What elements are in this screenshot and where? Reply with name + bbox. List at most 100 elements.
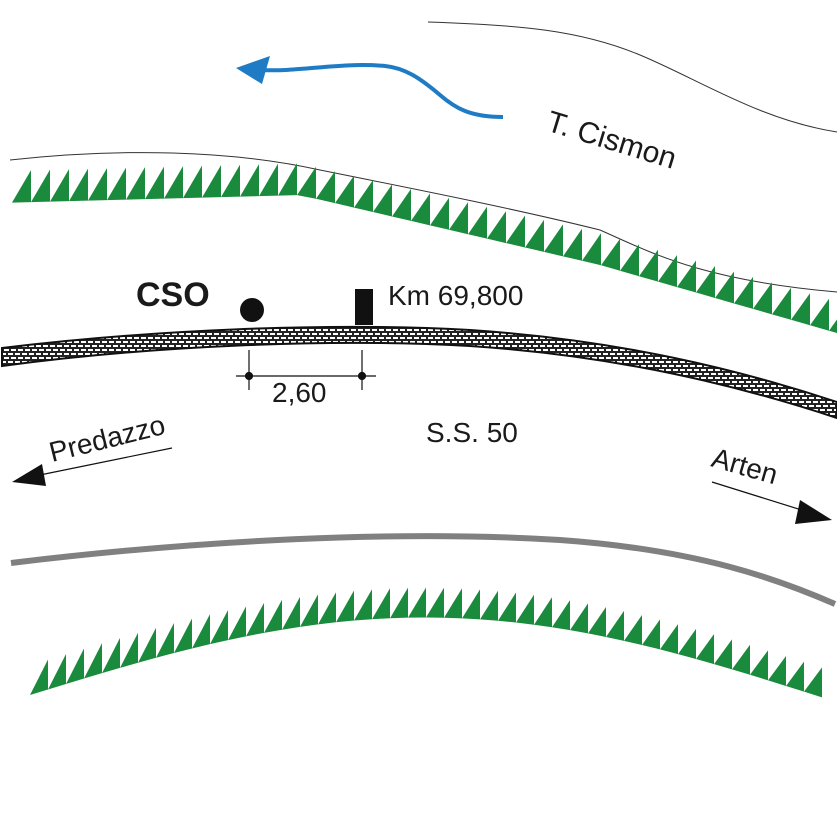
- vegetation-tooth: [69, 168, 88, 202]
- vegetation-tooth: [462, 589, 480, 620]
- vegetation-tooth: [240, 164, 259, 197]
- vegetation-tooth: [804, 667, 822, 698]
- vegetation-tooth: [786, 661, 804, 692]
- vegetation-tooth: [732, 644, 750, 675]
- vegetation-tooth: [138, 627, 156, 663]
- river-label: T. Cismon: [543, 105, 680, 176]
- vegetation-tooth: [506, 215, 525, 248]
- road-edge-line: [10, 533, 837, 607]
- vegetation-tooth: [606, 610, 624, 641]
- vegetation-tooth: [444, 588, 462, 619]
- vegetation-tooth: [570, 603, 588, 634]
- vegetation-tooth: [30, 659, 48, 695]
- vegetation-tooth: [772, 287, 791, 320]
- vegetation-tooth: [278, 163, 297, 196]
- vegetation-tooth: [390, 587, 408, 619]
- vegetation-tooth: [430, 197, 449, 230]
- vegetation-tooth: [228, 606, 246, 641]
- vegetation-tooth: [372, 588, 390, 620]
- vegetation-tooth: [318, 592, 336, 625]
- vegetation-tooth: [588, 606, 606, 637]
- vegetation-tooth: [734, 276, 753, 309]
- vegetation-tooth: [642, 619, 660, 650]
- vegetation-tooth: [259, 163, 278, 197]
- vegetation-tooth: [516, 594, 534, 625]
- vegetation-tooth: [50, 169, 69, 202]
- vegetation-tooth: [678, 628, 696, 659]
- vegetation-tooth: [829, 319, 837, 334]
- vegetation-tooth: [145, 166, 164, 200]
- vegetation-tooth: [658, 255, 677, 288]
- vegetation-tooth: [120, 632, 138, 668]
- direction-left-arrow: [12, 447, 173, 486]
- vegetation-tooth: [156, 623, 174, 658]
- vegetation-tooth: [192, 614, 210, 649]
- vegetation-tooth: [354, 589, 372, 621]
- vegetation-tooth: [750, 650, 768, 681]
- vegetation-tooth: [660, 624, 678, 655]
- river-flow-arrow: [236, 56, 504, 119]
- vegetation-tooth: [66, 648, 84, 684]
- milestone-marker: [355, 289, 373, 325]
- vegetation-tooth: [810, 298, 829, 331]
- road-label: S.S. 50: [426, 417, 518, 448]
- vegetation-tooth: [12, 170, 31, 203]
- distance-label: 2,60: [272, 377, 327, 408]
- upper-vegetation-row: [12, 163, 837, 334]
- distance-dimension: [236, 350, 376, 390]
- vegetation-tooth: [88, 168, 107, 201]
- vegetation-tooth: [31, 169, 50, 203]
- vegetation-tooth: [498, 592, 516, 623]
- vegetation-tooth: [411, 193, 430, 226]
- vegetation-tooth: [183, 165, 202, 199]
- vegetation-tooth: [174, 618, 192, 654]
- vegetation-tooth: [373, 184, 392, 217]
- vegetation-tooth: [221, 164, 240, 198]
- vegetation-tooth: [426, 587, 444, 618]
- lower-vegetation-row: [30, 587, 822, 698]
- vegetation-tooth: [392, 188, 411, 221]
- vegetation-tooth: [102, 637, 120, 674]
- vegetation-tooth: [300, 594, 318, 627]
- vegetation-tooth: [525, 219, 544, 252]
- station-label: CSO: [136, 276, 210, 314]
- milestone-label: Km 69,800: [388, 280, 523, 311]
- vegetation-tooth: [582, 233, 601, 266]
- direction-right-label: Arten: [708, 442, 781, 490]
- vegetation-tooth: [336, 590, 354, 623]
- vegetation-tooth: [107, 167, 126, 201]
- vegetation-tooth: [468, 206, 487, 239]
- vegetation-tooth: [552, 600, 570, 631]
- vegetation-tooth: [354, 180, 373, 213]
- vegetation-tooth: [316, 171, 335, 204]
- direction-left-label: Predazzo: [46, 409, 168, 468]
- vegetation-tooth: [563, 228, 582, 261]
- road-edge-paved: [0, 325, 837, 420]
- far-riverbank-line: [427, 21, 837, 133]
- vegetation-tooth: [696, 634, 714, 665]
- vegetation-tooth: [696, 265, 715, 298]
- vegetation-tooth: [620, 244, 639, 277]
- vegetation-tooth: [534, 597, 552, 628]
- vegetation-tooth: [210, 610, 228, 645]
- vegetation-tooth: [164, 166, 183, 199]
- vegetation-tooth: [624, 614, 642, 645]
- vegetation-tooth: [335, 175, 354, 208]
- vegetation-tooth: [449, 202, 468, 235]
- direction-right-arrow: [711, 481, 832, 524]
- vegetation-tooth: [487, 211, 506, 244]
- vegetation-tooth: [639, 249, 658, 282]
- vegetation-tooth: [126, 167, 145, 200]
- vegetation-tooth: [601, 238, 620, 271]
- vegetation-tooth: [480, 590, 498, 621]
- near-riverbank-line: [9, 152, 837, 293]
- vegetation-tooth: [677, 260, 696, 293]
- vegetation-tooth: [715, 271, 734, 304]
- vegetation-tooth: [282, 596, 300, 630]
- vegetation-tooth: [714, 639, 732, 670]
- vegetation-tooth: [297, 166, 316, 199]
- vegetation-tooth: [544, 224, 563, 257]
- vegetation-tooth: [264, 599, 282, 633]
- vegetation-tooth: [408, 587, 426, 618]
